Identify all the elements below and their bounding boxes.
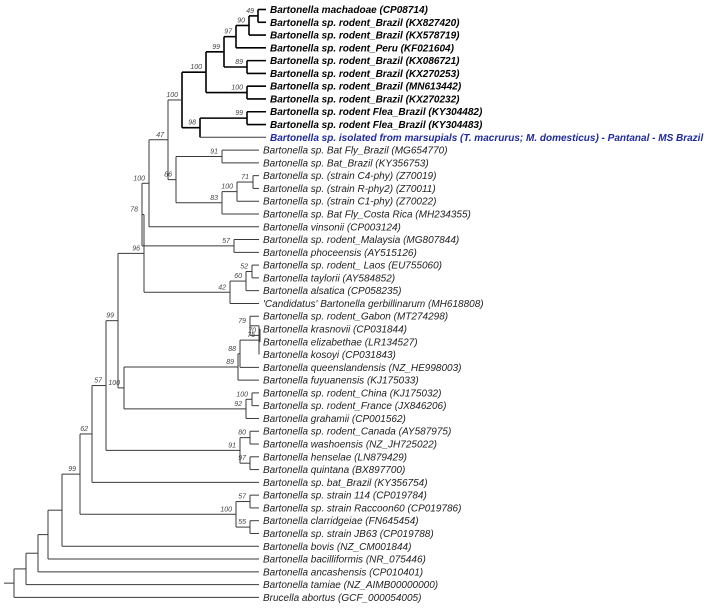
support-value: 71 <box>241 174 249 181</box>
taxon-label: Bartonella sp. rodent_France (JX846206) <box>263 401 446 412</box>
support-value: 47 <box>156 132 165 139</box>
taxon-label: Bartonella sp. rodent_Brazil (KX270232) <box>270 94 460 105</box>
support-value: 100 <box>166 92 178 99</box>
support-value: 42 <box>218 284 226 291</box>
taxon-label: Bartonella sp. rodent_Canada (AY587975) <box>263 427 451 438</box>
support-value: 96 <box>132 245 140 252</box>
support-value: 70 <box>248 327 256 334</box>
taxon-label: Bartonella sp. rodent_China (KJ175032) <box>263 388 441 399</box>
support-value: 78 <box>130 207 138 214</box>
taxon-label: Bartonella krasnovii (CP031844) <box>263 325 407 336</box>
support-value: 75 <box>247 332 255 339</box>
support-value: 91 <box>210 148 218 155</box>
taxon-label: Bartonella elizabethae (LR134527) <box>263 337 418 348</box>
taxon-label: Bartonella sp. bat_Brazil (KY356754) <box>263 478 428 489</box>
support-value: 88 <box>228 346 236 353</box>
taxon-label: Bartonella quintana (BX897700) <box>263 465 405 476</box>
support-value: 100 <box>220 506 232 513</box>
taxon-label: Bartonella kosoyi (CP031843) <box>263 350 396 361</box>
taxon-label: Bartonella alsatica (CP058235) <box>263 286 401 297</box>
taxon-label: Bartonella queenslandensis (NZ_HE998003) <box>263 363 461 374</box>
taxon-label: Bartonella sp. strain JB63 (CP019788) <box>263 529 434 540</box>
support-value: 55 <box>238 519 246 526</box>
support-value: 100 <box>231 85 243 92</box>
support-value: 100 <box>236 391 248 398</box>
support-value: 100 <box>221 184 233 191</box>
support-value: 99 <box>106 313 114 320</box>
taxon-label: Bartonella sp. rodent_Malaysia (MG807844… <box>263 235 459 246</box>
support-value: 99 <box>212 44 220 51</box>
support-value: 100 <box>108 380 120 387</box>
support-value: 89 <box>235 59 243 66</box>
taxon-label: Bartonella sp. isolated from marsupials … <box>270 133 703 144</box>
taxon-label: Bartonella sp. rodent Flea_Brazil (KY304… <box>270 107 483 118</box>
support-value: 57 <box>222 238 231 245</box>
support-value: 79 <box>238 318 246 325</box>
support-value: 98 <box>188 120 196 127</box>
taxon-label: Bartonella machadoae (CP08714) <box>270 5 429 16</box>
taxon-label: Bartonella sp. rodent Flea_Brazil (KY304… <box>270 120 483 131</box>
taxon-label: Bartonella sp. Bat Fly_Brazil (MG654770) <box>263 146 448 157</box>
taxon-label: Bartonella sp. rodent_ Laos (EU755060) <box>263 261 442 272</box>
support-value: 100 <box>133 175 145 182</box>
taxon-label: Bartonella sp. Bat_Brazil (KY356753) <box>263 158 429 169</box>
support-value: 62 <box>80 426 88 433</box>
support-value: 80 <box>238 430 246 437</box>
taxon-label: Bartonella sp. Bat Fly_Costa Rica (MH234… <box>263 209 471 220</box>
taxon-label: Bartonella sp. rodent_Brazil (KX270253) <box>270 69 460 80</box>
taxon-label: Bartonella tamiae (NZ_AIMB00000000) <box>263 580 438 591</box>
support-value: 89 <box>226 359 234 366</box>
taxon-label: Bartonella henselae (LN879429) <box>263 452 407 463</box>
taxon-label: Bartonella bovis (NZ_CM001844) <box>263 542 411 553</box>
taxon-label: Bartonella sp. (strain R-phy2) (Z70011) <box>263 184 436 195</box>
support-value: 97 <box>224 29 233 36</box>
support-value: 91 <box>228 442 236 449</box>
taxon-label: Bartonella sp. rodent_Brazil (KX086721) <box>270 56 460 67</box>
support-value: 97 <box>238 455 247 462</box>
support-value: 99 <box>68 466 76 473</box>
tree-branches <box>4 8 266 598</box>
taxon-label: Bartonella vinsonii (CP003124) <box>263 222 401 233</box>
taxon-label: Bartonella grahamii (CP001562) <box>263 414 406 425</box>
support-value: 57 <box>94 378 103 385</box>
support-value: 100 <box>190 64 202 71</box>
taxon-label: Bartonella taylorii (AY584852) <box>263 273 395 284</box>
taxon-label: Bartonella sp. rodent_Brazil (MN613442) <box>270 82 462 93</box>
taxon-label: Bartonella sp. rodent_Gabon (MT274298) <box>263 312 448 323</box>
taxon-label: Bartonella sp. strain 114 (CP019784) <box>263 491 427 502</box>
support-value: 99 <box>235 110 243 117</box>
support-value: 86 <box>164 172 172 179</box>
support-value: 49 <box>246 8 254 15</box>
taxon-labels: Bartonella machadoae (CP08714) Bartonella… <box>263 5 703 604</box>
taxon-label: Brucella abortus (GCF_000054005) <box>263 593 421 604</box>
support-value: 83 <box>210 195 218 202</box>
taxon-label: Bartonella sp. strain Raccoon60 (CP01978… <box>263 503 461 514</box>
taxon-label: Bartonella sp. (strain C4-phy) (Z70019) <box>263 171 436 182</box>
support-value: 52 <box>240 263 248 270</box>
taxon-label: Bartonella sp. rodent_Peru (KF021604) <box>270 43 455 54</box>
support-value: 60 <box>234 273 242 280</box>
taxon-label: Bartonella washoensis (NZ_JH725022) <box>263 440 437 451</box>
taxon-label: Bartonella sp. (strain C1-phy) (Z70022) <box>263 197 436 208</box>
taxon-label: Bartonella ancashensis (CP010401) <box>263 567 423 578</box>
taxon-label: 'Candidatus' Bartonella gerbillinarum (M… <box>263 299 484 310</box>
taxon-label: Bartonella bacilliformis (NR_075446) <box>263 555 426 566</box>
taxon-label: Bartonella sp. rodent_Brazil (KX578719) <box>270 31 460 42</box>
taxon-label: Bartonella phoceensis (AY515126) <box>263 248 417 259</box>
support-values: 4990978999100100999810071100839186471005… <box>68 8 256 526</box>
taxon-label: Bartonella fuyuanensis (KJ175033) <box>263 376 419 387</box>
support-value: 90 <box>237 17 245 24</box>
taxon-label: Bartonella clarridgeiae (FN645454) <box>263 516 419 527</box>
support-value: 57 <box>238 494 247 501</box>
taxon-label: Bartonella sp. rodent_Brazil (KX827420) <box>270 18 460 29</box>
support-value: 92 <box>234 401 242 408</box>
